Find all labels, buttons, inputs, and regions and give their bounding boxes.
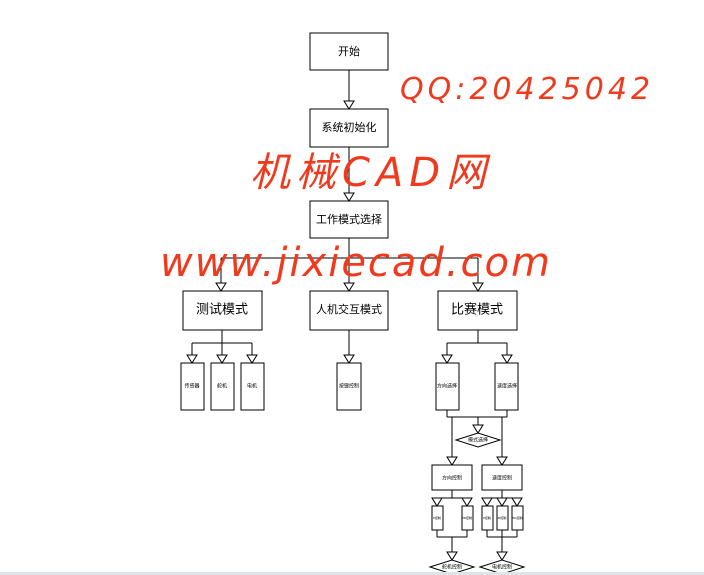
test-mode-node [182,290,263,331]
motor-label: 电机 [247,383,257,390]
interactive-mode-label: 人机交互模式 [316,302,382,316]
motor-control-label: 电机控制 [492,564,512,571]
direction-pd-label: PD控制 [462,515,472,520]
speed-pi-label: PI控制 [498,515,507,520]
start-node [309,32,389,71]
speed-select-label: 速度选择 [497,383,517,390]
watermark-qq: QQ:20425042 [400,72,655,107]
key-control-label: 按键控制 [339,383,359,390]
servo-control-label: 舵机控制 [442,564,462,571]
direction-control-label: 方向控制 [442,475,462,482]
sensor-node [180,362,205,411]
mode-decision-label: 模式选择 [468,437,488,444]
servo-label: 舵机 [217,383,227,390]
test-mode-label: 测试模式 [196,303,248,318]
interactive-mode-node [309,290,389,331]
watermark-url: www.jixiecad.com [160,240,552,286]
mode-decision-node [454,432,502,448]
bottom-border [0,572,704,575]
race-mode-node [437,290,518,331]
direction-p-label: P控制 [433,515,441,520]
sensor-label: 传感器 [184,383,199,390]
race-mode-label: 比赛模式 [451,302,503,318]
speed-p-label: P控制 [483,515,491,520]
servo-node [210,362,235,411]
direction-select-label: 方向选择 [437,383,457,390]
mode-select-node [309,200,389,239]
speed-pid-label: PID控制 [511,515,522,520]
watermark-title: 机械CAD网 [250,150,493,196]
init-label: 系统初始化 [322,120,377,134]
speed-control-label: 速度控制 [492,475,512,482]
servo-control-end [428,559,476,575]
motor-node [240,362,265,411]
start-label: 开始 [338,44,360,58]
mode-select-label: 工作模式选择 [316,212,382,226]
motor-control-end [478,559,526,575]
key-control-node [336,362,362,411]
